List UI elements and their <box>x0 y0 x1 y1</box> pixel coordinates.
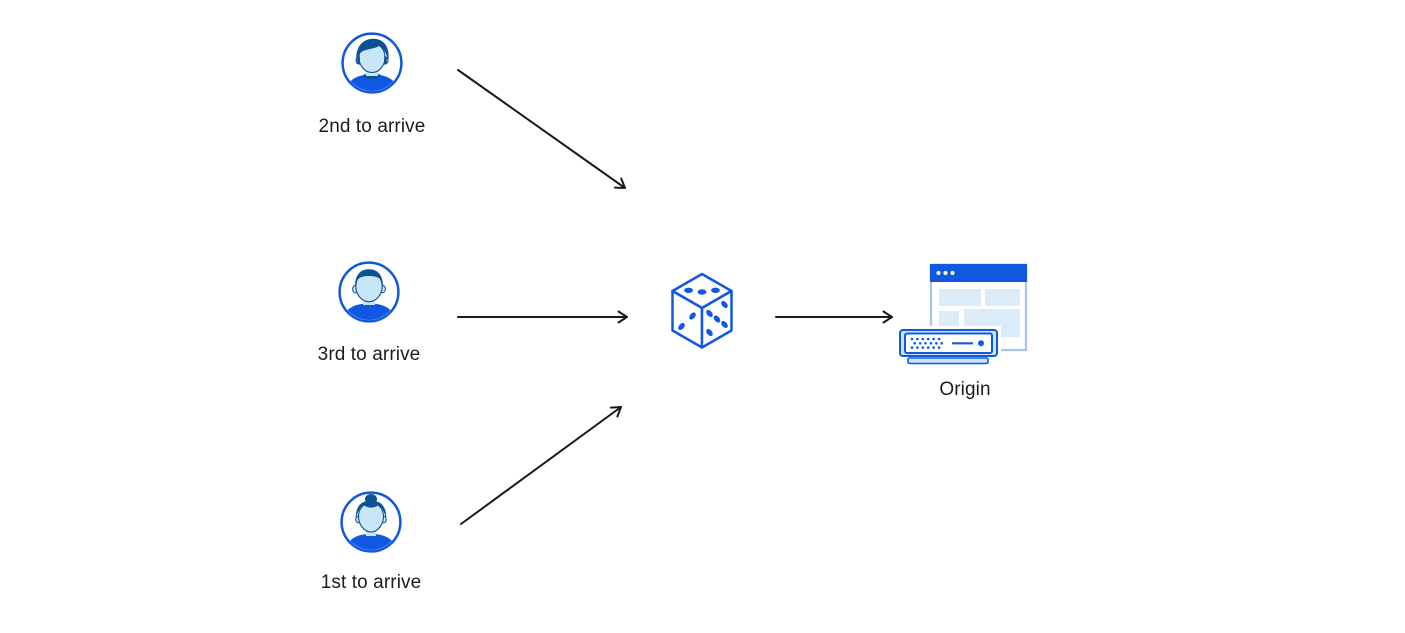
origin-server-browser-icon <box>895 263 1028 365</box>
dice-top-face-pips <box>684 287 720 295</box>
dice-right-face-pips <box>706 300 728 337</box>
client-second-label: 2nd to arrive <box>318 116 426 137</box>
client-first-label: 1st to arrive <box>320 572 422 593</box>
browser-window-dots <box>936 271 955 275</box>
female-avatar-bun-icon <box>340 491 402 553</box>
server-vent-dots <box>910 337 943 349</box>
dice-left-face-pips <box>678 312 696 331</box>
dice-icon <box>671 272 733 349</box>
server-power-led <box>978 340 984 347</box>
arrow-client-first-to-dice <box>460 406 622 525</box>
male-avatar-swept-hair-icon <box>341 32 403 94</box>
male-avatar-flat-hair-icon <box>338 261 400 323</box>
client-third-label: 3rd to arrive <box>317 344 421 365</box>
arrow-client-second-to-dice <box>457 69 626 189</box>
server-box <box>895 326 1001 365</box>
server-base <box>907 357 989 365</box>
origin-label: Origin <box>939 379 991 400</box>
